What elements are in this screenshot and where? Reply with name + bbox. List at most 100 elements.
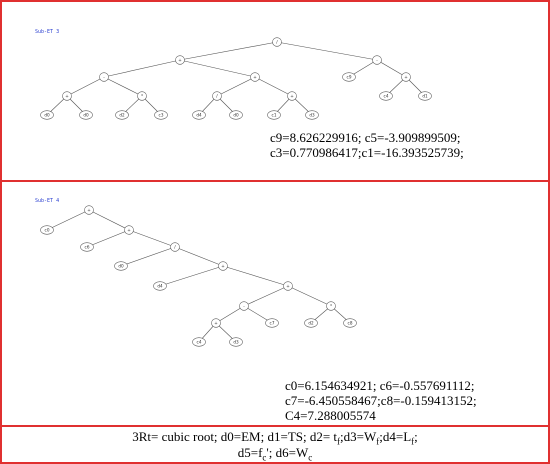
node-ellipse xyxy=(212,91,222,101)
node-label: + xyxy=(290,94,294,99)
node-ellipse xyxy=(304,318,318,328)
node-ellipse xyxy=(283,281,293,291)
node-ellipse xyxy=(114,261,128,271)
leaf-node-d4: d4 xyxy=(153,281,167,291)
legend-panel: 3Rt= cubic root; d0=EM; d1=TS; d2= tf;d3… xyxy=(0,425,550,464)
legend-line-2: d5=fc'; d6=Wc xyxy=(237,445,313,463)
node-label: + xyxy=(65,94,69,99)
node-ellipse xyxy=(229,110,243,120)
leaf-node-d1: d1 xyxy=(418,91,432,101)
node-label: + xyxy=(404,75,408,80)
node-label: d0 xyxy=(233,113,239,118)
operator-node-mul: * xyxy=(137,91,147,101)
node-ellipse xyxy=(265,318,279,328)
tree-edge xyxy=(179,41,278,61)
leaf-node-c4: c4 xyxy=(379,91,393,101)
tree-edge xyxy=(216,76,256,97)
node-ellipse xyxy=(239,301,249,311)
node-ellipse xyxy=(79,110,93,120)
sub-et-4-tag: Sub-ET 4 xyxy=(35,198,59,204)
operator-node-plus: + xyxy=(287,91,297,101)
node-ellipse xyxy=(192,337,206,347)
node-ellipse xyxy=(229,337,243,347)
operator-node-plus: + xyxy=(84,205,94,215)
node-ellipse xyxy=(211,318,221,328)
operator-node-minus: - xyxy=(372,55,382,65)
operator-node-plus: + xyxy=(124,225,134,235)
node-ellipse xyxy=(137,91,147,101)
node-label: + xyxy=(178,58,182,63)
node-ellipse xyxy=(250,72,260,82)
node-label: * xyxy=(141,94,143,99)
node-ellipse xyxy=(267,110,281,120)
leaf-node-d0: d0 xyxy=(229,110,243,120)
tree-edge xyxy=(222,265,289,287)
node-ellipse xyxy=(124,225,134,235)
operator-node-plus: + xyxy=(218,261,228,271)
node-label: c3 xyxy=(159,113,164,118)
node-label: c4 xyxy=(197,340,202,345)
node-ellipse xyxy=(192,110,206,120)
node-label: d0 xyxy=(83,113,89,118)
node-ellipse xyxy=(372,55,382,65)
leaf-node-d3: d3 xyxy=(305,110,319,120)
node-label: c9 xyxy=(347,75,352,80)
node-label: c6 xyxy=(85,245,90,250)
leaf-node-d2: d2 xyxy=(304,318,318,328)
node-label: + xyxy=(127,228,131,233)
node-label: + xyxy=(253,75,257,80)
node-ellipse xyxy=(418,91,432,101)
leaf-node-d0: d0 xyxy=(79,110,93,120)
node-ellipse xyxy=(401,72,411,82)
leaf-node-d0: d0 xyxy=(40,110,54,120)
node-ellipse xyxy=(115,110,129,120)
leaf-node-d0: d0 xyxy=(114,261,128,271)
node-ellipse xyxy=(343,318,357,328)
node-label: / xyxy=(276,40,278,45)
node-ellipse xyxy=(84,205,94,215)
node-label: + xyxy=(214,321,218,326)
tree-edge xyxy=(103,76,143,97)
operator-node-plus: + xyxy=(175,55,185,65)
leaf-node-d3: d3 xyxy=(229,337,243,347)
tree-edge xyxy=(215,305,245,324)
node-label: c1 xyxy=(272,113,277,118)
node-label: c8 xyxy=(348,321,353,326)
leaf-node-c6: c6 xyxy=(80,242,94,252)
operator-node-div: / xyxy=(272,37,282,47)
node-label: / xyxy=(216,94,218,99)
leaf-node-d4: d4 xyxy=(192,110,206,120)
node-ellipse xyxy=(170,242,180,252)
node-label: + xyxy=(221,264,225,269)
node-label: c0 xyxy=(45,228,50,233)
tree-edge xyxy=(103,59,181,78)
tree-edge xyxy=(159,265,224,287)
node-ellipse xyxy=(40,110,54,120)
leaf-node-c7: c7 xyxy=(265,318,279,328)
legend-line-1: 3Rt= cubic root; d0=EM; d1=TS; d2= tf;d3… xyxy=(132,429,418,447)
node-label: d0 xyxy=(118,264,124,269)
node-ellipse xyxy=(272,37,282,47)
tree-edge xyxy=(66,76,105,97)
node-label: d1 xyxy=(422,94,428,99)
node-label: - xyxy=(243,304,245,309)
operator-node-plus: + xyxy=(283,281,293,291)
node-ellipse xyxy=(80,242,94,252)
leaf-node-c9: c9 xyxy=(342,72,356,82)
constants-line: c0=6.154634921; c6=-0.557691112; xyxy=(285,378,475,393)
constants-line: C4=7.288005574 xyxy=(285,408,376,423)
node-ellipse xyxy=(287,91,297,101)
constants-line: c3=0.770986417;c1=-16.393525739; xyxy=(270,145,464,160)
node-ellipse xyxy=(342,72,356,82)
node-ellipse xyxy=(153,281,167,291)
tree-edge xyxy=(376,59,407,78)
node-ellipse xyxy=(62,91,72,101)
operator-node-plus: + xyxy=(62,91,72,101)
node-label: d3 xyxy=(309,113,315,118)
node-label: d2 xyxy=(308,321,314,326)
tree-edge xyxy=(46,209,90,231)
node-label: d0 xyxy=(44,113,50,118)
